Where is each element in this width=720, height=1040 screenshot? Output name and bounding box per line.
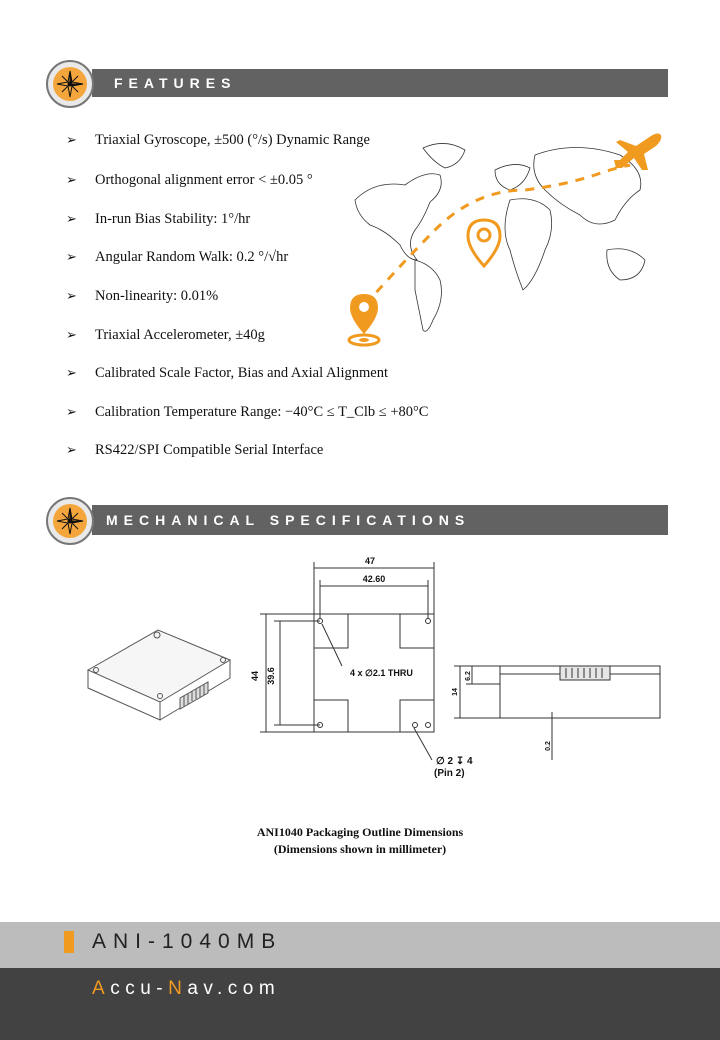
dim-height-label: 44: [250, 671, 260, 681]
pin-note-label: (Pin 2): [434, 768, 465, 779]
mechanical-header: MECHANICAL SPECIFICATIONS: [92, 505, 668, 535]
mechanical-badge: [46, 497, 94, 545]
model-name: ANI-1040MB: [92, 930, 283, 953]
dim-width-label: 47: [365, 556, 375, 566]
pin-note-diameter: ∅ 2 ↧ 4: [436, 756, 473, 767]
module-side-view: [454, 665, 661, 760]
drawing-caption-line1: ANI1040 Packaging Outline Dimensions: [256, 825, 464, 839]
features-header: FEATURES: [92, 69, 668, 97]
side-dim-62: 6.2: [465, 671, 472, 681]
dim-hole-spacing-y-label: 39.6: [266, 667, 276, 685]
footer-model-bar: ANI-1040MB: [0, 922, 720, 968]
location-pin-icon: [347, 294, 381, 347]
website-link[interactable]: Accu-Nav.com: [92, 978, 281, 999]
holes-note: 4 x ∅2.1 THRU: [350, 668, 413, 678]
side-dim-02: 0.2: [545, 741, 552, 751]
location-pin-icon: [466, 218, 502, 268]
packaging-outline-drawing: 47 42.60 44 39.6 4 x ∅2.1 THRU ∅ 2 ↧ 4 (…: [86, 556, 661, 779]
module-top-view: [260, 562, 435, 761]
accent-marker: [64, 931, 74, 953]
flight-path-icon: [363, 163, 631, 306]
compass-icon: [53, 504, 87, 538]
features-title: FEATURES: [114, 75, 237, 91]
footer-site-bar: Accu-Nav.com: [0, 968, 720, 1040]
world-map-illustration: [354, 143, 646, 332]
features-badge: [46, 60, 94, 108]
compass-icon: [53, 67, 87, 101]
module-isometric-view: [86, 629, 232, 721]
dim-hole-spacing-x-label: 42.60: [363, 574, 386, 584]
mechanical-title: MECHANICAL SPECIFICATIONS: [106, 512, 471, 528]
drawing-caption-line2: (Dimensions shown in millimeter): [273, 842, 447, 856]
airplane-icon: [614, 133, 662, 170]
side-dim-14: 14: [452, 688, 459, 696]
